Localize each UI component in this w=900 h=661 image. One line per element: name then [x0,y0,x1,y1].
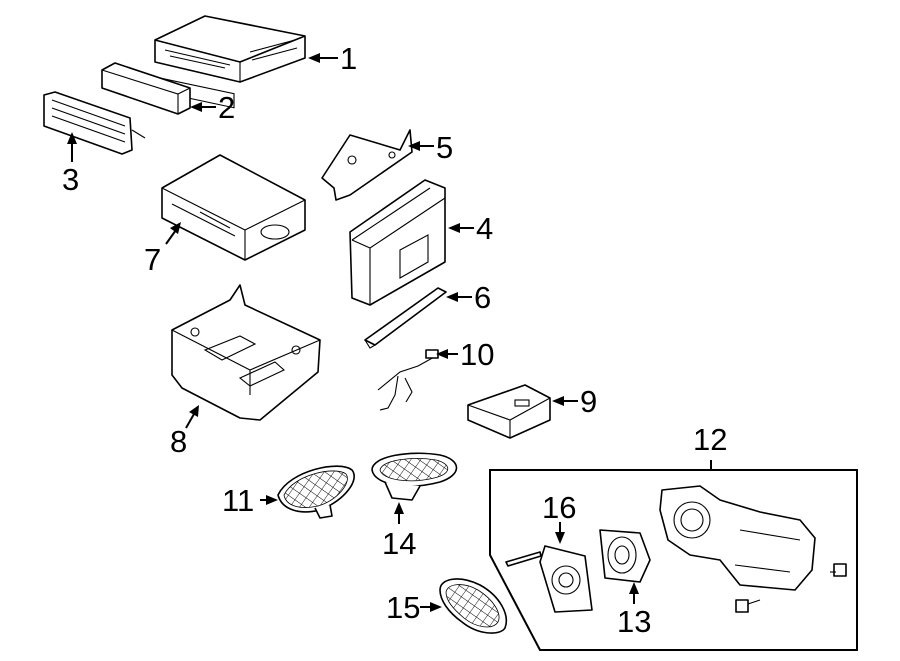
radio-bezel[interactable] [101,62,191,115]
control-panel[interactable] [43,91,146,155]
label-13: 13 [617,604,651,639]
label-1: 1 [340,41,357,76]
label-12: 12 [693,422,727,457]
callout-7: 7 [144,222,181,277]
cd-changer[interactable] [161,154,306,261]
radio-head-unit[interactable] [154,15,306,109]
label-2: 2 [218,90,235,125]
bolt-2[interactable] [735,599,761,613]
label-11: 11 [222,483,254,518]
bolt-1[interactable] [830,563,847,577]
label-16: 16 [542,490,576,525]
label-5: 5 [436,130,453,165]
callout-6: 6 [446,280,491,315]
callout-3: 3 [62,132,79,197]
callout-4: 4 [448,211,493,246]
callout-12: 12 [693,422,727,470]
callout-14: 14 [382,502,416,561]
speaker-bracket[interactable] [539,545,593,613]
callout-10: 10 [436,337,494,372]
label-14: 14 [382,526,416,561]
callout-13: 13 [617,582,651,639]
label-7: 7 [144,242,161,277]
receiver-module[interactable] [467,384,551,439]
speaker-15[interactable] [439,578,507,634]
screw[interactable] [505,551,542,567]
label-9: 9 [580,384,597,419]
callout-8: 8 [170,405,199,459]
label-3: 3 [62,162,79,197]
label-6: 6 [474,280,491,315]
wiring-harness[interactable] [377,349,439,411]
label-4: 4 [476,211,493,246]
callout-9: 9 [552,384,597,419]
speaker-enclosure[interactable] [659,485,816,591]
speaker-kit-box [489,469,858,651]
callout-1: 1 [308,41,357,76]
label-10: 10 [460,337,494,372]
module-strip[interactable] [364,287,447,349]
module-bracket[interactable] [321,129,413,201]
callout-16: 16 [542,490,576,544]
speaker-14[interactable] [371,452,458,501]
label-8: 8 [170,424,187,459]
mounting-tray[interactable] [171,284,321,421]
callout-11: 11 [222,483,278,518]
label-15: 15 [386,590,420,625]
tweeter[interactable] [599,529,651,583]
control-module[interactable] [349,179,446,306]
callout-2: 2 [190,90,235,125]
speaker-11[interactable] [277,465,355,519]
callout-15: 15 [386,590,442,625]
callout-5: 5 [408,130,453,165]
